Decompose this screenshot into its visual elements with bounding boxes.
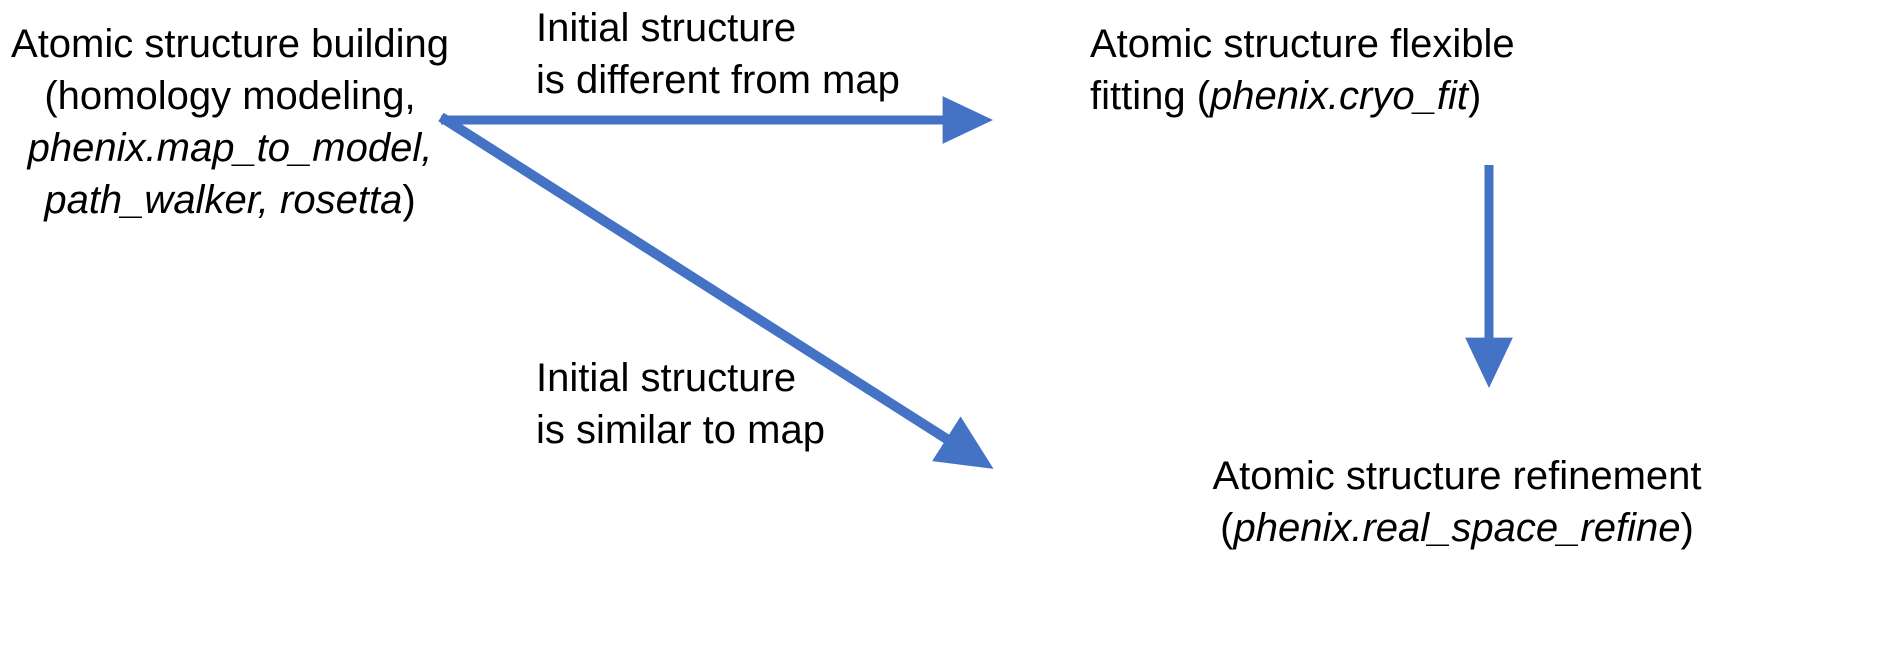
node-refinement-line-1: Atomic structure refinement	[1212, 454, 1702, 498]
edge-label-similar-line-2: is similar to map	[536, 408, 825, 452]
node-refinement-line-2-pre: (	[1220, 506, 1234, 550]
node-refinement-line-2: (phenix.real_space_refine)	[1030, 502, 1884, 554]
node-fitting-line-2-post: )	[1467, 74, 1482, 118]
node-building-line-2: (homology modeling,	[44, 74, 416, 118]
edge-label-similar-line-1: Initial structure	[536, 356, 797, 400]
node-building-line-4-tail: )	[402, 178, 416, 222]
node-building-line-1: Atomic structure building	[11, 22, 449, 66]
node-atomic-structure-flexible-fitting: Atomic structure flexible fitting (pheni…	[1080, 18, 1870, 122]
node-refinement-line-2-italic: phenix.real_space_refine	[1233, 506, 1681, 550]
node-building-line-4: path_walker, rosetta)	[0, 174, 460, 226]
node-atomic-structure-refinement: Atomic structure refinement (phenix.real…	[1030, 450, 1884, 554]
edge-label-different-line-1: Initial structure	[536, 6, 797, 50]
node-building-line-4-italic: path_walker, rosetta	[44, 178, 403, 222]
node-fitting-line-2-pre: fitting (	[1090, 74, 1211, 118]
node-fitting-line-1: Atomic structure flexible	[1090, 22, 1515, 66]
node-fitting-line-2-italic: phenix.cryo_fit	[1210, 74, 1468, 118]
edge-label-similar-to-map: Initial structure is similar to map	[536, 352, 936, 456]
arrow-building-to-refinement	[438, 112, 994, 469]
edge-label-different-line-2: is different from map	[536, 58, 900, 102]
edge-label-different-from-map: Initial structure is different from map	[536, 2, 936, 106]
node-atomic-structure-building: Atomic structure building (homology mode…	[0, 18, 460, 226]
node-refinement-line-2-post: )	[1680, 506, 1694, 550]
node-building-line-3: phenix.map_to_model,	[27, 126, 433, 170]
node-fitting-line-2: fitting (phenix.cryo_fit)	[1080, 70, 1870, 122]
